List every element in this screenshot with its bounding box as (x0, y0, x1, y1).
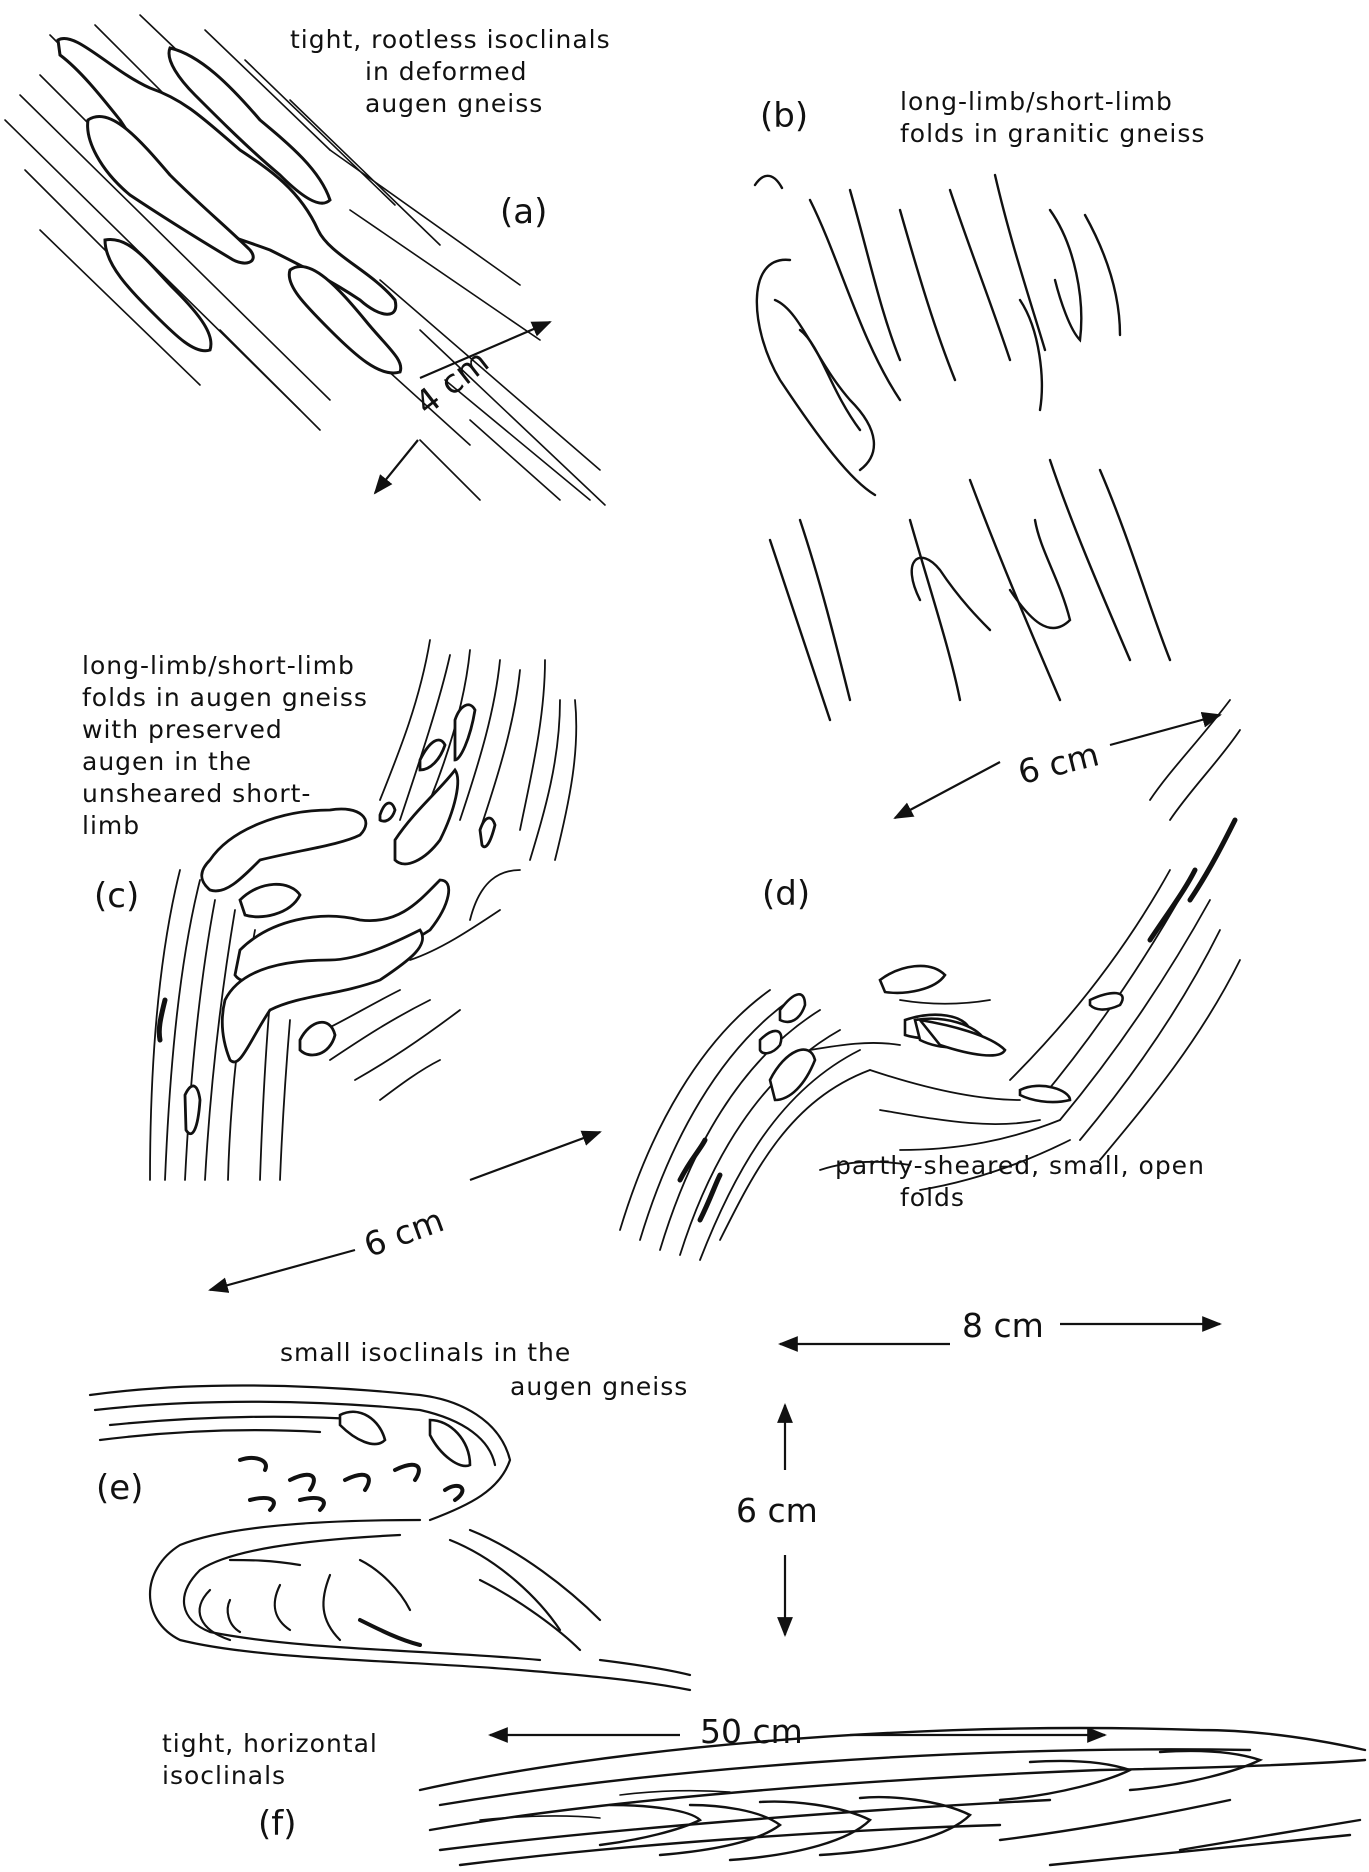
fold-c-augen-7 (420, 740, 445, 770)
fold-c-augen-10 (480, 818, 495, 847)
caption-e-2: augen gneiss (510, 1371, 688, 1403)
caption-f: tight, horizontal (162, 1728, 378, 1760)
caption-b-line-2: folds in granitic gneiss (900, 119, 1205, 148)
caption-c-line-2: folds in augen gneiss (82, 683, 368, 712)
caption-c-2: folds in augen gneiss (82, 682, 368, 714)
caption-e-line-1: small isoclinals in the (280, 1338, 571, 1367)
fold-d-augen-1 (880, 966, 945, 993)
caption-c-4: augen in the (82, 746, 252, 778)
caption-b-line-1: long-limb/short-limb (900, 87, 1173, 116)
fold-d-augen-5 (770, 1050, 815, 1100)
panel-d-label: (d) (762, 878, 810, 910)
caption-d: partly-sheared, small, open (835, 1150, 1205, 1182)
caption-d-line-2: folds (900, 1183, 965, 1212)
panel-f-sketch (420, 1728, 1365, 1865)
fold-d-augen-9 (1090, 993, 1123, 1010)
fold-c-augen-11 (185, 1086, 200, 1134)
caption-f-line-1: tight, horizontal (162, 1729, 378, 1758)
caption-c: long-limb/short-limb (82, 650, 355, 682)
caption-c-line-3: with preserved (82, 715, 283, 744)
panel-b-sketch (755, 175, 1170, 720)
scale-e-label: 6 cm (736, 1495, 818, 1527)
caption-c-line-1: long-limb/short-limb (82, 651, 355, 680)
fold-d-augen-8 (1020, 1086, 1070, 1102)
scale-b-arrow-1 (895, 762, 1000, 818)
caption-a-2: in deformed (365, 56, 528, 88)
caption-f-line-2: isoclinals (162, 1761, 286, 1790)
fold-c-augen-2 (240, 884, 300, 916)
panel-e-label: (e) (96, 1472, 143, 1504)
caption-e-line-2: augen gneiss (510, 1372, 688, 1401)
scale-a-arrow-2 (375, 440, 418, 493)
scale-c-arrow-1 (210, 1250, 355, 1290)
fold-e-augen-1 (340, 1412, 385, 1444)
fold-c-augen-5 (300, 1022, 335, 1055)
caption-c-6: limb (82, 810, 140, 842)
fold-d-augen-7 (760, 1031, 781, 1053)
caption-a-line-3: augen gneiss (365, 89, 543, 118)
caption-c-line-5: unsheared short- (82, 779, 311, 808)
caption-c-line-6: limb (82, 811, 140, 840)
panel-c-label: (c) (94, 880, 139, 912)
caption-a-line-1: tight, rootless isoclinals (290, 25, 611, 54)
caption-f-2: isoclinals (162, 1760, 286, 1792)
scale-d-label: 8 cm (962, 1310, 1044, 1342)
caption-d-line-1: partly-sheared, small, open (835, 1151, 1205, 1180)
caption-c-line-4: augen in the (82, 747, 252, 776)
caption-b: long-limb/short-limb (900, 86, 1173, 118)
fold-c-augen-8 (455, 705, 475, 760)
caption-a-line-2: in deformed (365, 57, 528, 86)
panel-f-label: (f) (258, 1808, 297, 1840)
panel-b-label: (b) (760, 100, 808, 132)
panel-a-label: (a) (500, 196, 547, 228)
caption-d-2: folds (900, 1182, 965, 1214)
caption-a-3: augen gneiss (365, 88, 543, 120)
fold-c-augen-9 (380, 803, 395, 821)
caption-a: tight, rootless isoclinals (290, 24, 611, 56)
scale-f-label: 50 cm (700, 1716, 803, 1748)
fold-a-large (58, 38, 396, 314)
caption-c-5: unsheared short- (82, 778, 311, 810)
fold-c-augen-6 (395, 770, 458, 864)
caption-e: small isoclinals in the (280, 1337, 571, 1369)
scale-b-arrow-2 (1110, 715, 1220, 745)
caption-c-3: with preserved (82, 714, 283, 746)
fold-a-lower (105, 239, 211, 350)
fold-d-augen-6 (780, 994, 805, 1022)
scale-arrows (210, 322, 1220, 1735)
scale-c-arrow-2 (470, 1132, 600, 1180)
panel-e-sketch (90, 1386, 690, 1690)
fold-c-augen-1 (202, 809, 366, 891)
caption-b-2: folds in granitic gneiss (900, 118, 1205, 150)
